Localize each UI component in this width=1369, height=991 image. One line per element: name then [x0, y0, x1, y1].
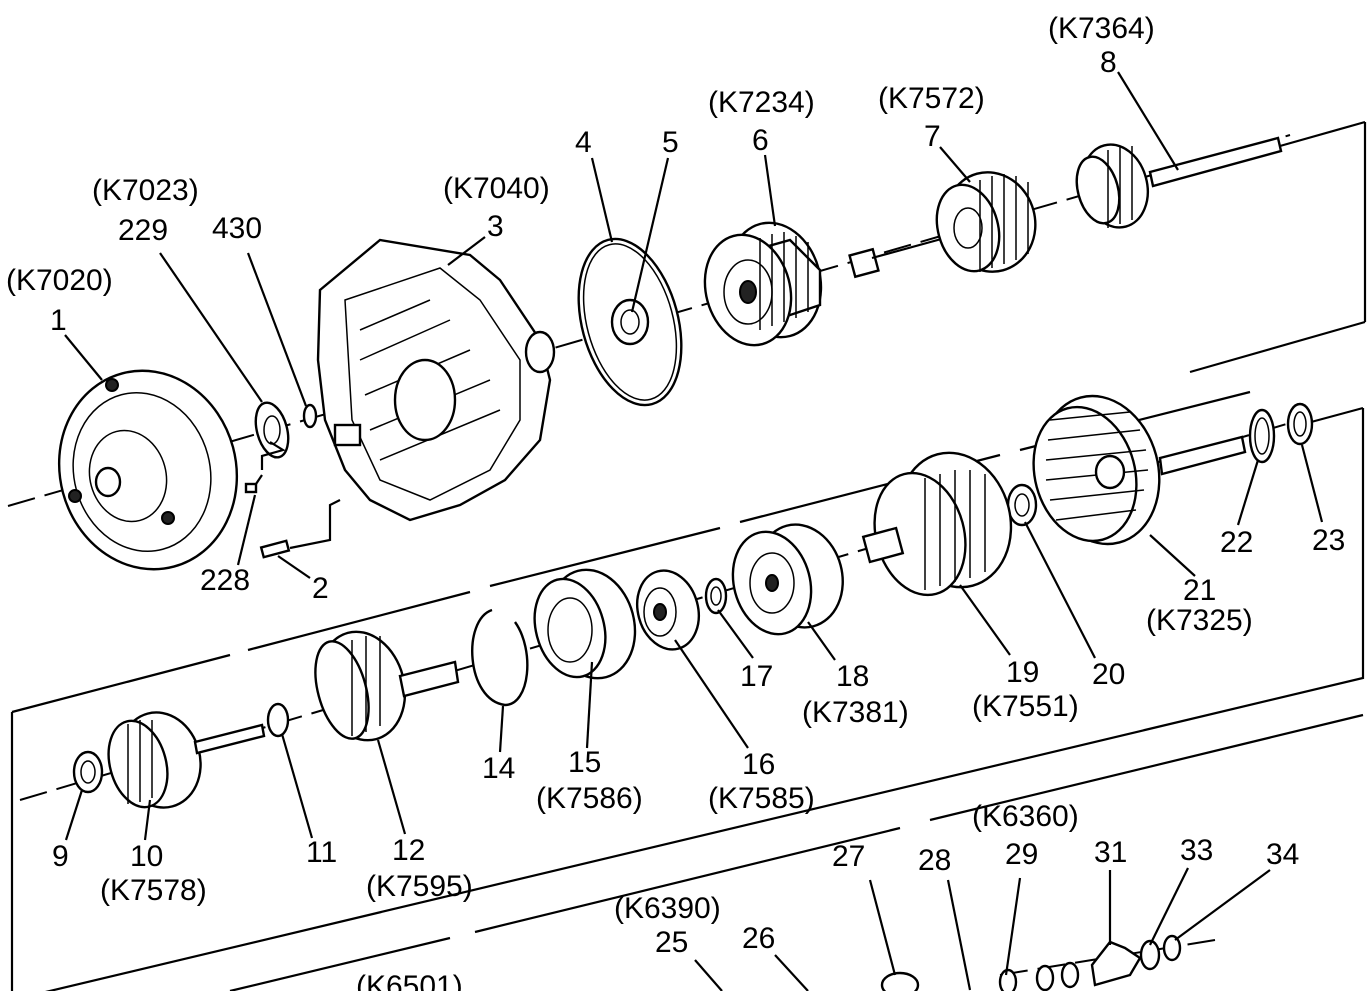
leader-lines	[64, 71, 1324, 991]
gear-shaft-12	[314, 630, 460, 742]
label-15: 15	[568, 746, 601, 779]
label-k7325: (K7325)	[1146, 604, 1253, 637]
label-21: 21	[1183, 574, 1216, 607]
label-26: 26	[742, 922, 775, 955]
thrust-washer-5	[610, 298, 650, 346]
washer-9	[72, 750, 104, 794]
gear-assembly-10	[107, 711, 266, 809]
label-k7551: (K7551)	[972, 690, 1079, 723]
lower-panel-frame	[229, 713, 1364, 991]
valve-body-parts	[880, 934, 1182, 991]
label-20: 20	[1092, 658, 1125, 691]
label-16: 16	[742, 748, 775, 781]
label-22: 22	[1220, 526, 1253, 559]
label-229: 229	[118, 214, 168, 247]
label-430: 430	[212, 212, 262, 245]
label-23: 23	[1312, 524, 1345, 557]
ring-gear-21	[1032, 394, 1247, 546]
label-14: 14	[482, 752, 515, 785]
label-k7023: (K7023)	[92, 174, 199, 207]
label-k7020: (K7020)	[6, 264, 113, 297]
label-27: 27	[832, 840, 865, 873]
label-3: 3	[487, 210, 504, 243]
o-ring-430	[302, 403, 318, 429]
bolt-2	[259, 499, 341, 559]
label-19: 19	[1006, 656, 1039, 689]
label-228: 228	[200, 564, 250, 597]
seal-229	[254, 401, 290, 459]
sun-gear-16	[636, 569, 700, 651]
label-k6360: (K6360)	[972, 800, 1079, 833]
label-7: 7	[924, 120, 941, 153]
label-k7364: (K7364)	[1048, 12, 1155, 45]
clutch-assembly-7	[871, 171, 1037, 273]
washer-11	[266, 702, 290, 738]
label-k6501: (K6501)	[356, 970, 463, 991]
label-11: 11	[306, 836, 337, 869]
label-10: 10	[130, 840, 163, 873]
label-k7595: (K7595)	[366, 870, 473, 903]
label-5: 5	[662, 126, 679, 159]
label-25: 25	[655, 926, 688, 959]
callout-labels: (K7364) 8 (K7234) 6 (K7572) 7 4 5 (K7023…	[6, 12, 1345, 991]
snap-ring-14	[471, 608, 529, 707]
planetary-carrier-19	[861, 451, 1013, 597]
label-29: 29	[1005, 838, 1038, 871]
ring-gear-15	[533, 568, 637, 680]
washer-22	[1248, 408, 1276, 464]
shaft-assembly-8	[1075, 136, 1283, 229]
clutch-housing-6	[703, 221, 823, 347]
clutch-drum-18	[731, 523, 844, 636]
upper-panel-frame	[1189, 120, 1367, 374]
label-8: 8	[1100, 46, 1117, 79]
label-33: 33	[1180, 834, 1213, 867]
bolt-228	[244, 441, 286, 494]
label-k7586: (K7586)	[536, 782, 643, 815]
label-k7040: (K7040)	[443, 172, 550, 205]
input-shaft-sleeve	[848, 247, 880, 279]
label-18: 18	[836, 660, 869, 693]
label-k7572: (K7572)	[878, 82, 985, 115]
transmission-case	[316, 238, 556, 522]
label-17: 17	[740, 660, 773, 693]
label-28: 28	[918, 844, 951, 877]
washer-23	[1286, 402, 1314, 446]
label-34: 34	[1266, 838, 1299, 871]
washer-20	[1006, 483, 1038, 527]
label-k7234: (K7234)	[708, 86, 815, 119]
label-k7585: (K7585)	[708, 782, 815, 815]
label-2: 2	[312, 572, 329, 605]
label-9: 9	[52, 840, 69, 873]
label-31: 31	[1094, 836, 1127, 869]
label-k7578: (K7578)	[100, 874, 207, 907]
washer-17	[704, 577, 728, 615]
label-4: 4	[575, 126, 592, 159]
label-k7381: (K7381)	[802, 696, 909, 729]
torque-converter	[57, 369, 239, 571]
label-k6390: (K6390)	[614, 892, 721, 925]
label-1: 1	[50, 304, 67, 337]
label-6: 6	[752, 124, 769, 157]
label-12: 12	[392, 834, 425, 867]
